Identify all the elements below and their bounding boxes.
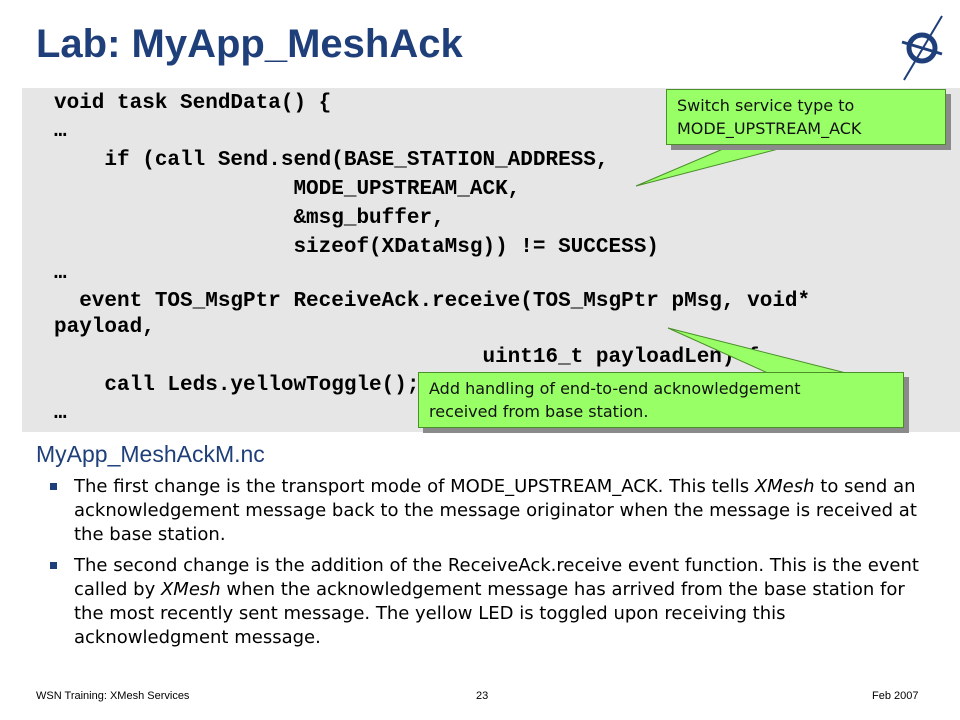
callout-switch-line2: MODE_UPSTREAM_ACK: [677, 119, 862, 138]
footer-page-number: 23: [476, 690, 489, 702]
callout-switch-line1: Switch service type to: [677, 96, 855, 115]
callout-ack-line2: received from base station.: [429, 402, 649, 421]
code-line: …: [54, 120, 67, 143]
callout-ack-line1: Add handling of end-to-end acknowledgeme…: [429, 379, 801, 398]
section-heading: MyApp_MeshAckM.nc: [36, 441, 265, 467]
code-line: …: [54, 262, 67, 285]
code-line: sizeof(XDataMsg)) != SUCCESS): [54, 236, 659, 259]
compass-logo-icon: [901, 15, 943, 81]
bullet-item: The second change is the addition of the…: [50, 554, 934, 650]
bullet-item: The first change is the transport mode o…: [50, 475, 934, 547]
callout-switch-service: Switch service type to MODE_UPSTREAM_ACK: [666, 89, 946, 145]
bullet-square-icon: [50, 483, 57, 490]
code-line: MODE_UPSTREAM_ACK,: [54, 178, 521, 201]
code-line: event TOS_MsgPtr ReceiveAck.receive(TOS_…: [54, 290, 811, 313]
bullet-text: The first change is the transport mode o…: [74, 476, 917, 545]
bullet-text: The second change is the addition of the…: [74, 555, 919, 648]
footer-date: Feb 2007: [872, 690, 919, 702]
bullet-square-icon: [50, 562, 57, 569]
code-line: payload,: [54, 316, 155, 339]
callout-ack-handling: Add handling of end-to-end acknowledgeme…: [418, 372, 904, 428]
code-line: call Leds.yellowToggle();: [54, 374, 420, 397]
footer-course: WSN Training: XMesh Services: [36, 690, 190, 702]
code-line: uint16_t payloadLen) {: [54, 346, 760, 369]
code-line: void task SendData() {: [54, 92, 332, 115]
slide-title: Lab: MyApp_MeshAck: [36, 22, 463, 66]
code-line: &msg_buffer,: [54, 207, 445, 230]
code-line: …: [54, 402, 67, 425]
code-line: if (call Send.send(BASE_STATION_ADDRESS,: [54, 149, 609, 172]
